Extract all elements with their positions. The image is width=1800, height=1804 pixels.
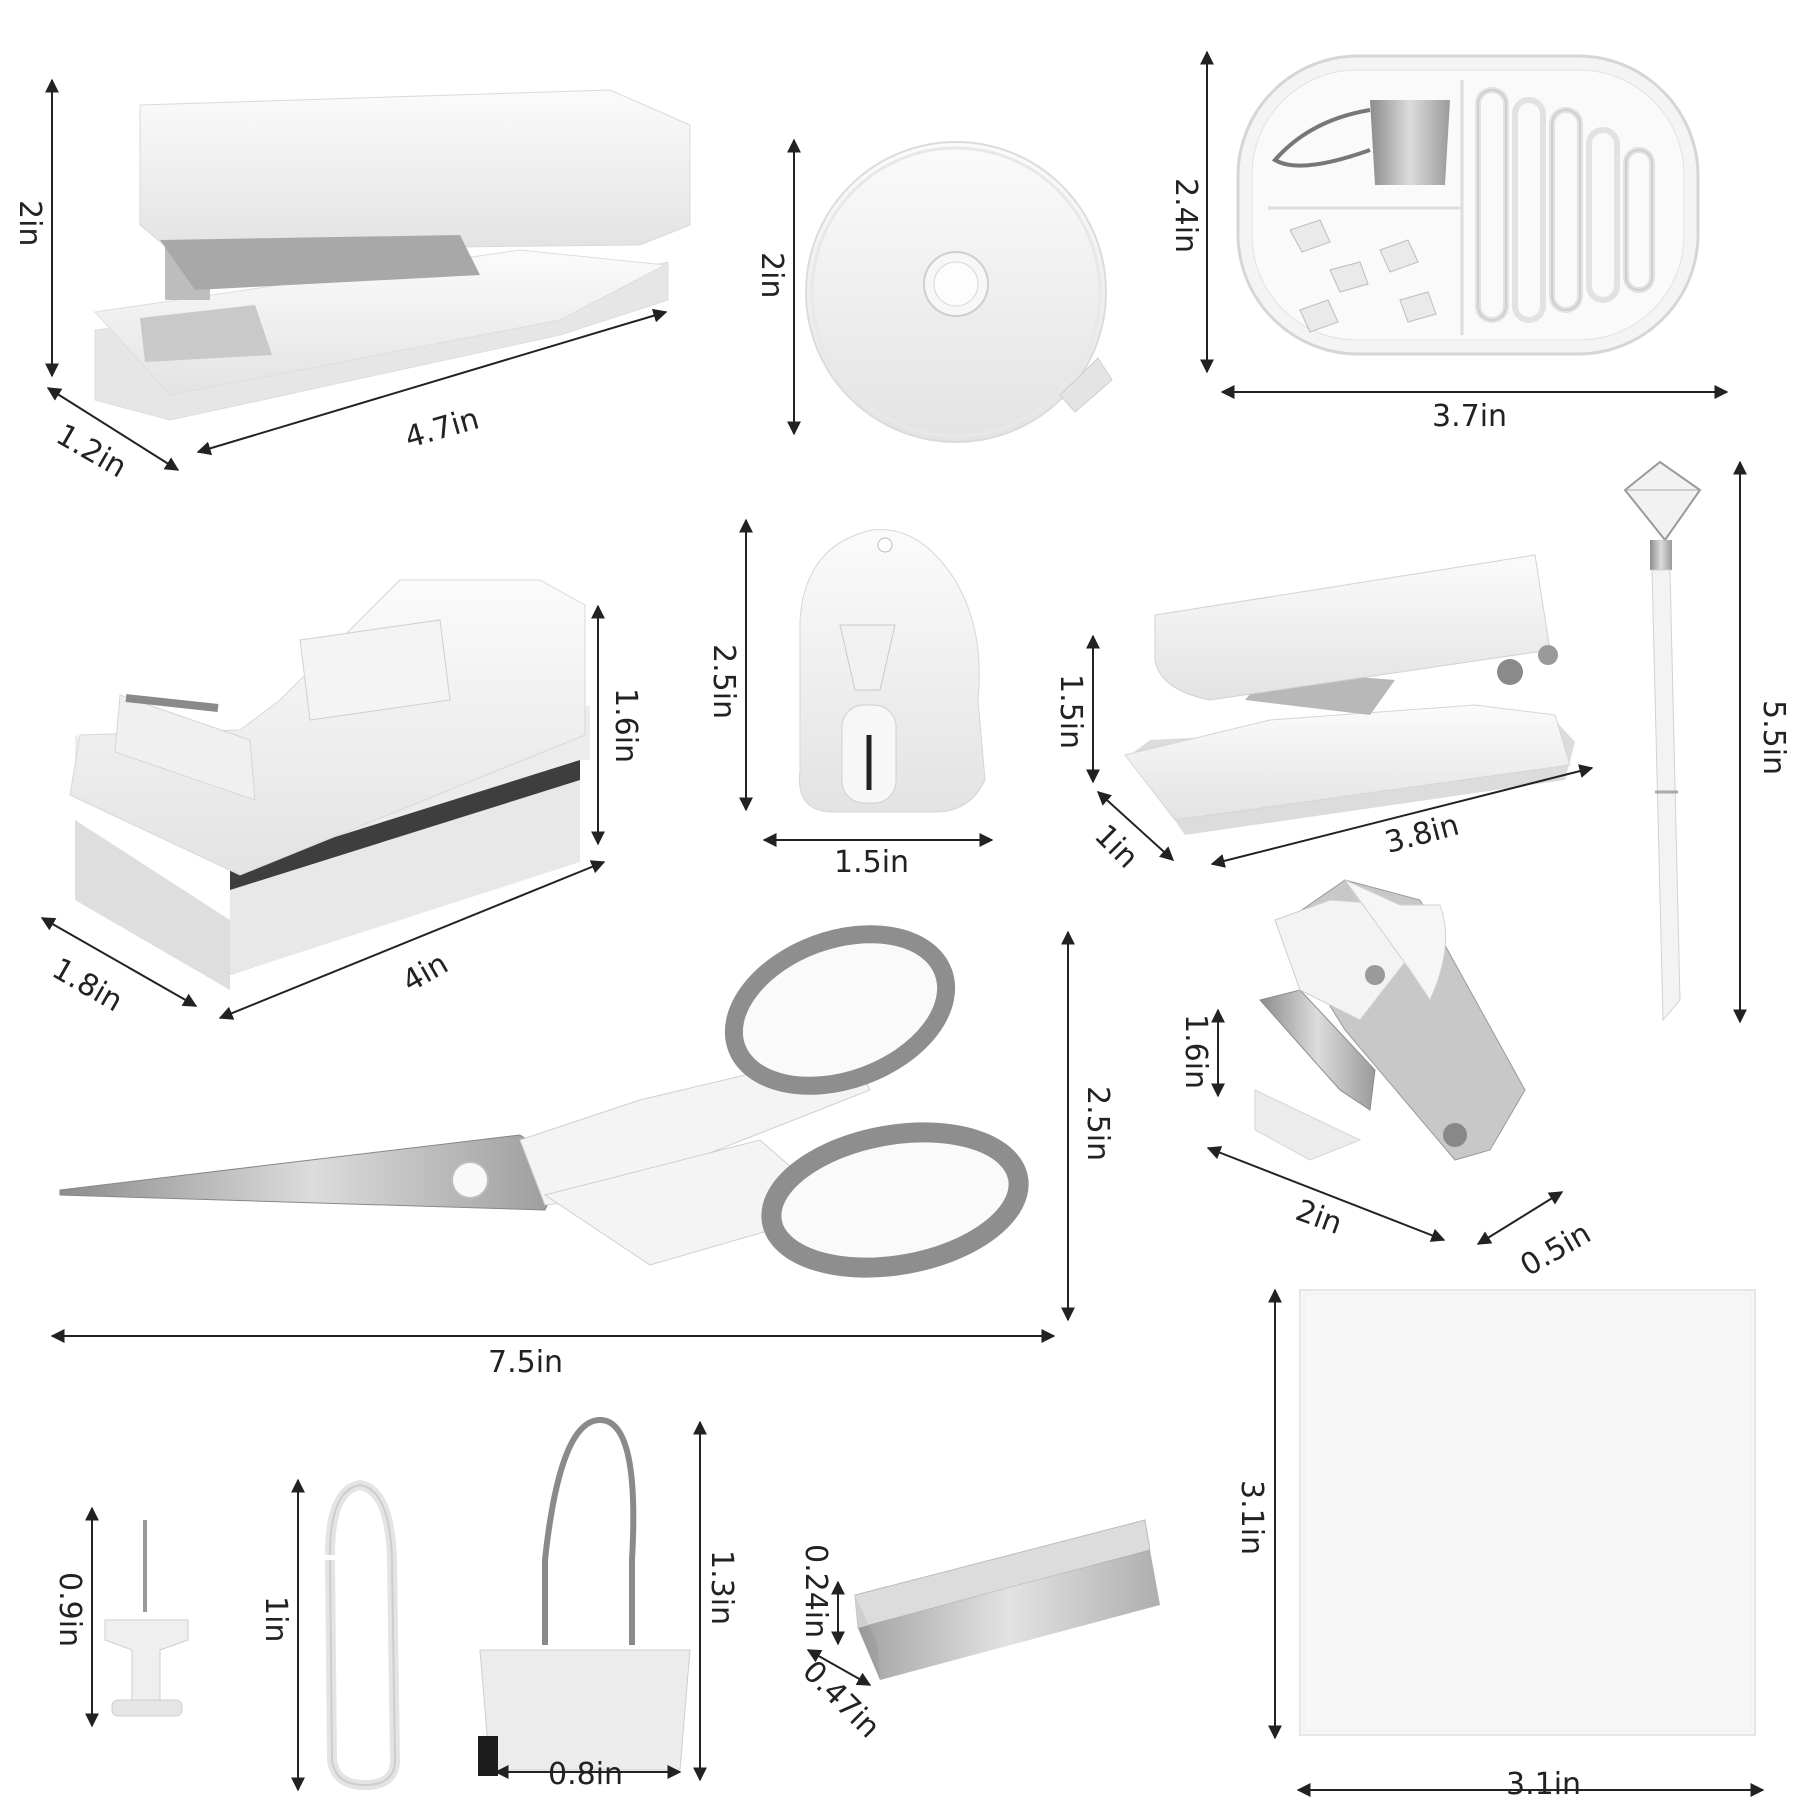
- staples-height-label: 0.24in: [798, 1544, 833, 1639]
- clip-case-width-label: 3.7in: [1432, 399, 1508, 434]
- binder-clip-width-label: 0.8in: [548, 1757, 624, 1792]
- clip-case: [1236, 54, 1700, 356]
- paper-clip-height-label: 1in: [258, 1596, 293, 1643]
- sticky-notes: [1299, 1289, 1756, 1736]
- letter-opener-height-label: 2.5in: [706, 644, 741, 720]
- stapler-height-label: 2in: [12, 200, 47, 247]
- paper-clip: [325, 1479, 401, 1791]
- binder-clip: [478, 1416, 691, 1776]
- scissors-length-label: 7.5in: [488, 1345, 564, 1380]
- sticky-notes-height-label: 3.1in: [1234, 1480, 1269, 1556]
- hole-punch-height-label: 1.5in: [1053, 674, 1088, 750]
- tape-measure: [805, 141, 1113, 443]
- staple-remover: [1254, 878, 1526, 1161]
- letter-opener: [798, 529, 986, 813]
- pen-length-label: 5.5in: [1756, 700, 1791, 776]
- letter-opener-width-label: 1.5in: [834, 845, 910, 880]
- stapler: [94, 89, 691, 421]
- sticky-notes-width-label: 3.1in: [1506, 1767, 1582, 1802]
- scissors-height-label: 2.5in: [1080, 1086, 1115, 1162]
- tape-dispenser: [69, 579, 590, 990]
- push-pin: [104, 1520, 189, 1717]
- push-pin-height-label: 0.9in: [52, 1572, 87, 1648]
- tape-measure-height-label: 2in: [754, 252, 789, 299]
- hole-punch: [1124, 554, 1575, 835]
- scissors: [59, 925, 1029, 1278]
- tape-dispenser-height-label: 1.6in: [608, 688, 643, 764]
- binder-clip-height-label: 1.3in: [704, 1550, 739, 1626]
- pen: [1623, 460, 1702, 1022]
- staple-remover-height-label: 1.6in: [1178, 1014, 1213, 1090]
- staples: [854, 1519, 1160, 1680]
- clip-case-height-label: 2.4in: [1168, 178, 1203, 254]
